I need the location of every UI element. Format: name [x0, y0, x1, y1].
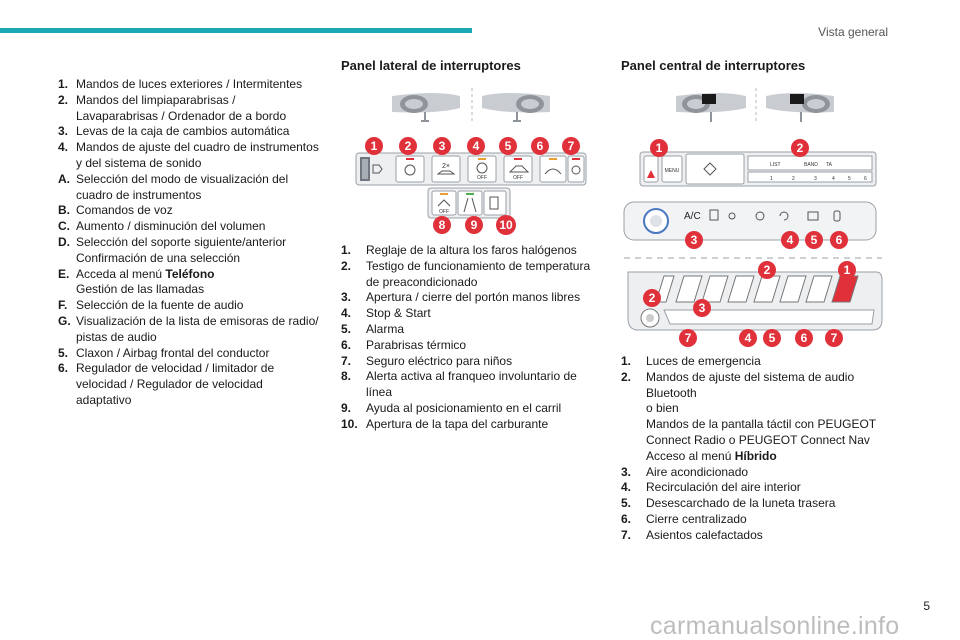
watermark: carmanualsonline.info: [650, 612, 900, 640]
list-item: C.Aumento / disminución del volumen: [58, 219, 266, 234]
side-panel-figure: 2× OFF OFF OFF 1 2 3 4 5 6 7: [355, 88, 587, 235]
list-item: 5.Claxon / Airbag frontal del conductor: [58, 345, 270, 360]
svg-text:7: 7: [568, 139, 575, 153]
stop-start-off-label: OFF: [477, 175, 487, 181]
headlamp-wheel-icon: [360, 157, 383, 181]
list-item: 1.Mandos de luces exteriores / Intermite…: [58, 77, 303, 91]
lane-alert-off-label: OFF: [439, 209, 449, 215]
central-panel-section: Panel central de interruptores: [621, 58, 893, 78]
svg-text:4: 4: [473, 139, 480, 153]
central-panel-figure: MENU LIST BAND TA 1 2 3 4 5 6 1 2 A/C 3 …: [623, 88, 883, 347]
svg-text:4: 4: [832, 176, 835, 182]
list-label: LIST: [770, 162, 781, 168]
dashboard-rhd-icon: [766, 93, 834, 122]
svg-text:2: 2: [764, 263, 771, 277]
section-title: Vista general: [818, 25, 888, 39]
svg-text:6: 6: [836, 233, 843, 247]
svg-text:1: 1: [844, 263, 851, 277]
svg-text:3: 3: [699, 301, 706, 315]
list-item: 2.Testigo de funcionamiento de temperatu…: [341, 258, 591, 289]
list-item: 2. Mandos de ajuste del sistema de audio…: [621, 369, 877, 463]
svg-text:2: 2: [797, 141, 804, 155]
svg-text:5: 5: [848, 176, 851, 182]
ta-label: TA: [826, 162, 833, 168]
svg-text:4: 4: [745, 331, 752, 345]
svg-text:4: 4: [787, 233, 794, 247]
list-item: G.Visualización de la lista de emisoras …: [58, 313, 319, 344]
svg-text:3: 3: [691, 233, 698, 247]
switch-eco-label: 2×: [442, 163, 450, 170]
switch-row: 2× OFF OFF: [395, 155, 585, 183]
svg-text:2: 2: [792, 176, 795, 182]
side-badges: 1 2 3 4 5 6 7 8 9 10: [365, 137, 580, 235]
accent-bar: [0, 28, 472, 33]
side-panel-section: Panel lateral de interruptores: [341, 58, 603, 78]
svg-text:2: 2: [649, 291, 656, 305]
list-item: D.Selección del soporte siguiente/anteri…: [58, 234, 287, 265]
page-number: 5: [923, 599, 930, 613]
list-item: 3.Levas de la caja de cambios automática: [58, 124, 290, 139]
list-item: 4.Mandos de ajuste del cuadro de instrum…: [58, 140, 319, 170]
svg-text:7: 7: [685, 331, 692, 345]
svg-text:3: 3: [439, 139, 446, 153]
dashboard-rhd-icon: [482, 93, 550, 122]
svg-text:1: 1: [371, 139, 378, 153]
svg-text:10: 10: [499, 218, 513, 232]
list-item: 3.Aire acondicionado: [621, 464, 749, 479]
side-panel-list: 1.Reglaje de la altura los faros halógen…: [341, 243, 603, 433]
list-item: 3.Apertura / cierre del portón manos lib…: [341, 290, 581, 305]
central-panel-heading: Panel central de interruptores: [621, 58, 806, 73]
svg-text:6: 6: [801, 331, 808, 345]
climate-strip: A/C: [623, 201, 877, 241]
list-item: 1.Luces de emergencia: [621, 354, 761, 368]
dashboard-lhd-icon: [676, 93, 746, 122]
svg-text:6: 6: [864, 176, 867, 182]
list-item: 7.Asientos calefactados: [621, 527, 763, 542]
lower-console: [627, 271, 883, 331]
svg-text:5: 5: [769, 331, 776, 345]
list-item: 5.Alarma: [341, 321, 405, 336]
list-item: 2.Mandos del limpiaparabrisas /Lavaparab…: [58, 92, 287, 123]
central-panel-list: 1.Luces de emergencia 2. Mandos de ajust…: [621, 354, 893, 544]
radio-panel: MENU LIST BAND TA 1 2 3 4 5 6: [639, 151, 877, 187]
menu-label: MENU: [665, 168, 680, 174]
list-item: 6.Parabrisas térmico: [341, 337, 467, 352]
lower-switch-row: OFF: [427, 187, 511, 219]
list-item: 8.Alerta activa al franqueo involuntario…: [341, 369, 577, 400]
list-item: F.Selección de la fuente de audio: [58, 298, 244, 313]
list-item: B.Comandos de voz: [58, 203, 173, 218]
svg-text:7: 7: [831, 331, 838, 345]
list-item: 4.Stop & Start: [341, 306, 431, 321]
svg-text:2: 2: [405, 139, 412, 153]
list-item: 1.Reglaje de la altura los faros halógen…: [341, 243, 577, 257]
controls-list: 1.Mandos de luces exteriores / Intermite…: [58, 77, 328, 409]
svg-text:3: 3: [814, 176, 817, 182]
svg-text:9: 9: [471, 218, 478, 232]
svg-text:6: 6: [537, 139, 544, 153]
list-item: 9.Ayuda al posicionamiento en el carril: [341, 400, 562, 415]
dashboard-lhd-icon: [392, 93, 460, 122]
svg-text:5: 5: [505, 139, 512, 153]
list-item: A.Selección del modo de visualización de…: [58, 171, 289, 202]
svg-text:1: 1: [770, 176, 773, 182]
band-label: BAND: [804, 162, 818, 168]
list-item: 7.Seguro eléctrico para niños: [341, 353, 513, 368]
side-panel-heading: Panel lateral de interruptores: [341, 58, 521, 73]
alarm-off-label: OFF: [513, 175, 523, 181]
ac-label: A/C: [684, 211, 701, 222]
list-item: 4.Recirculación del aire interior: [621, 480, 801, 495]
svg-text:5: 5: [811, 233, 818, 247]
list-item: 10.Apertura de la tapa del carburante: [341, 416, 549, 431]
list-item: 5.Desescarchado de la luneta trasera: [621, 496, 836, 511]
svg-text:1: 1: [656, 141, 663, 155]
list-item: 6.Cierre centralizado: [621, 511, 747, 526]
svg-text:8: 8: [439, 218, 446, 232]
